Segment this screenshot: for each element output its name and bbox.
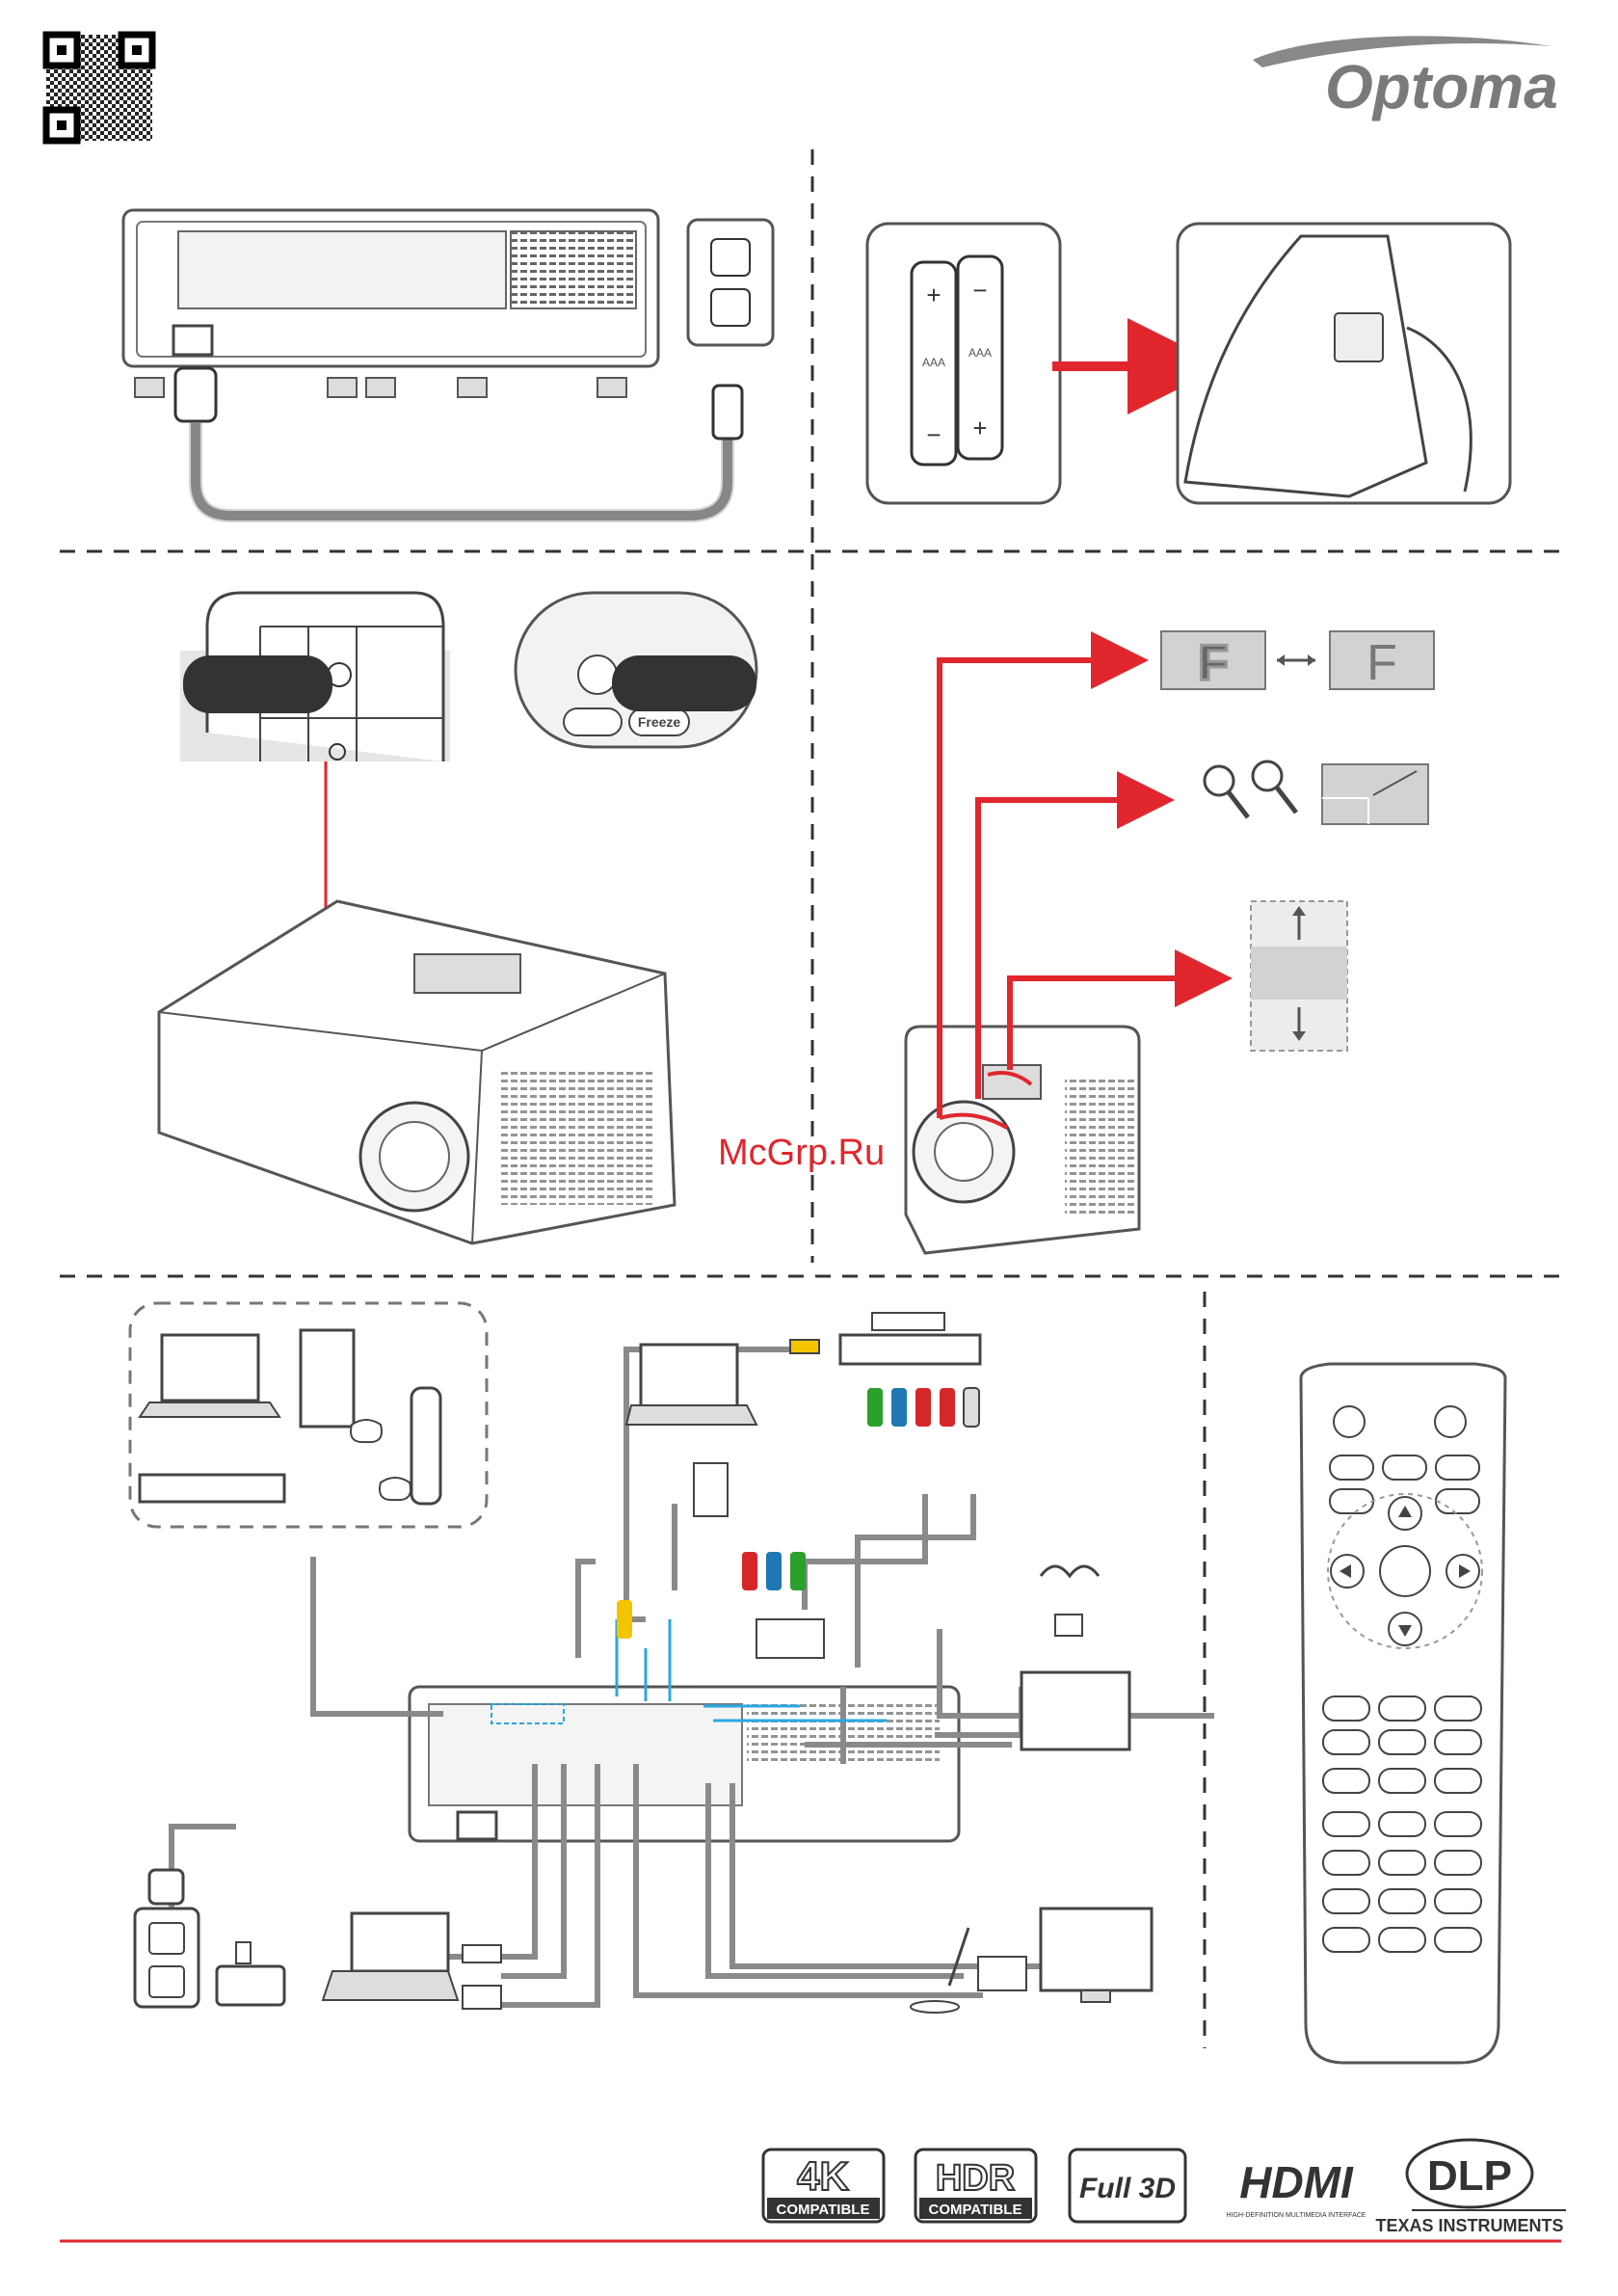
console-icon (411, 1388, 440, 1504)
badge-dlp: DLP TEXAS INSTRUMENTS (1375, 2140, 1566, 2235)
svg-text:4K: 4K (797, 2153, 849, 2199)
power-plug (175, 368, 216, 421)
badge-4k-compatible: 4K COMPATIBLE (763, 2149, 884, 2222)
serial-connector (463, 1986, 501, 2009)
svg-text:+: + (926, 280, 941, 309)
svg-text:HIGH-DEFINITION MULTIMEDIA INT: HIGH-DEFINITION MULTIMEDIA INTERFACE (1227, 2212, 1366, 2219)
panel-image-adjust: F F (906, 631, 1434, 1253)
svg-text:AAA: AAA (968, 346, 992, 360)
mouse-icon (1435, 1406, 1466, 1437)
3d-glasses-icon (1041, 1566, 1099, 1576)
power-button (578, 655, 617, 694)
optoma-logo: Optoma (1253, 36, 1558, 121)
panel-connections (130, 1303, 1214, 2013)
svg-text:AAA: AAA (922, 356, 945, 369)
io-panel (178, 231, 506, 308)
svg-text:F: F (1198, 635, 1229, 691)
panel-power-on: Freeze (159, 593, 756, 1243)
power-inlet (173, 326, 212, 355)
bluray-player-icon (140, 1475, 284, 1502)
vent-grille (511, 231, 636, 308)
svg-text:−: − (926, 420, 941, 449)
laptop-icon (352, 1913, 448, 1971)
source-button (564, 708, 622, 735)
badge-full-3d: Full 3D (1070, 2149, 1185, 2222)
vga-adapter (756, 1619, 824, 1658)
power-icon (1334, 1406, 1365, 1437)
remote-button (1383, 1455, 1426, 1480)
svg-text:Full 3D: Full 3D (1079, 2173, 1176, 2204)
svg-text:TEXAS INSTRUMENTS: TEXAS INSTRUMENTS (1375, 2216, 1563, 2235)
svg-text:+: + (972, 414, 987, 442)
composite-plug (790, 1340, 819, 1353)
brand-wordmark: Optoma (1325, 52, 1558, 121)
laptop-icon (641, 1345, 737, 1407)
power-plug (149, 1870, 183, 1904)
console-icon (301, 1330, 354, 1427)
av-receiver-icon (872, 1313, 944, 1330)
panel-battery-install: + − − + AAA AAA (867, 224, 1510, 503)
power-inlet (458, 1812, 496, 1839)
badge-hdr-compatible: HDR COMPATIBLE (915, 2149, 1036, 2222)
blank-button (1330, 1455, 1373, 1480)
watermark: McGrp.Ru (718, 1133, 885, 1173)
svg-text:COMPATIBLE: COMPATIBLE (777, 2202, 870, 2218)
svg-text:F: F (1366, 635, 1397, 691)
remote-keypad (1323, 1696, 1481, 1952)
av-receiver-icon (840, 1335, 980, 1364)
svg-text:−: − (972, 276, 987, 305)
ok-button (1380, 1546, 1430, 1596)
panel-remote-control (1301, 1364, 1505, 2063)
vga-connector (694, 1463, 728, 1516)
usb-connector (463, 1945, 501, 1962)
badge-hdmi: HDMI HIGH-DEFINITION MULTIMEDIA INTERFAC… (1227, 2157, 1366, 2219)
lan-port-icon (217, 1966, 284, 2005)
panel-power-connection (123, 210, 773, 516)
freeze-label: Freeze (638, 714, 681, 730)
wall-plug (713, 386, 742, 439)
svg-text:HDMI: HDMI (1239, 2157, 1354, 2207)
gamepad-icon (380, 1478, 411, 1500)
3d-emitter-icon (1055, 1615, 1082, 1636)
remote-battery-illustration (1178, 224, 1510, 503)
motorized-screen-icon (1021, 1672, 1129, 1749)
laptop-icon (162, 1335, 258, 1401)
monitor-icon (1041, 1909, 1152, 1990)
vga-connector (978, 1957, 1026, 1990)
remote-button (1436, 1489, 1479, 1513)
svg-text:DLP: DLP (1427, 2152, 1512, 2200)
zoom-out-icon (1205, 766, 1233, 795)
svg-text:HDR: HDR (936, 2158, 1015, 2199)
gamepad-icon (351, 1420, 382, 1442)
remote-button (1330, 1489, 1373, 1513)
svg-text:COMPATIBLE: COMPATIBLE (929, 2202, 1022, 2218)
finger-press (183, 655, 332, 713)
power-cord (196, 422, 728, 516)
zoom-in-icon (1253, 761, 1282, 790)
finger-press (612, 655, 756, 711)
mute-button (1436, 1455, 1479, 1480)
qr-code[interactable] (46, 35, 152, 141)
